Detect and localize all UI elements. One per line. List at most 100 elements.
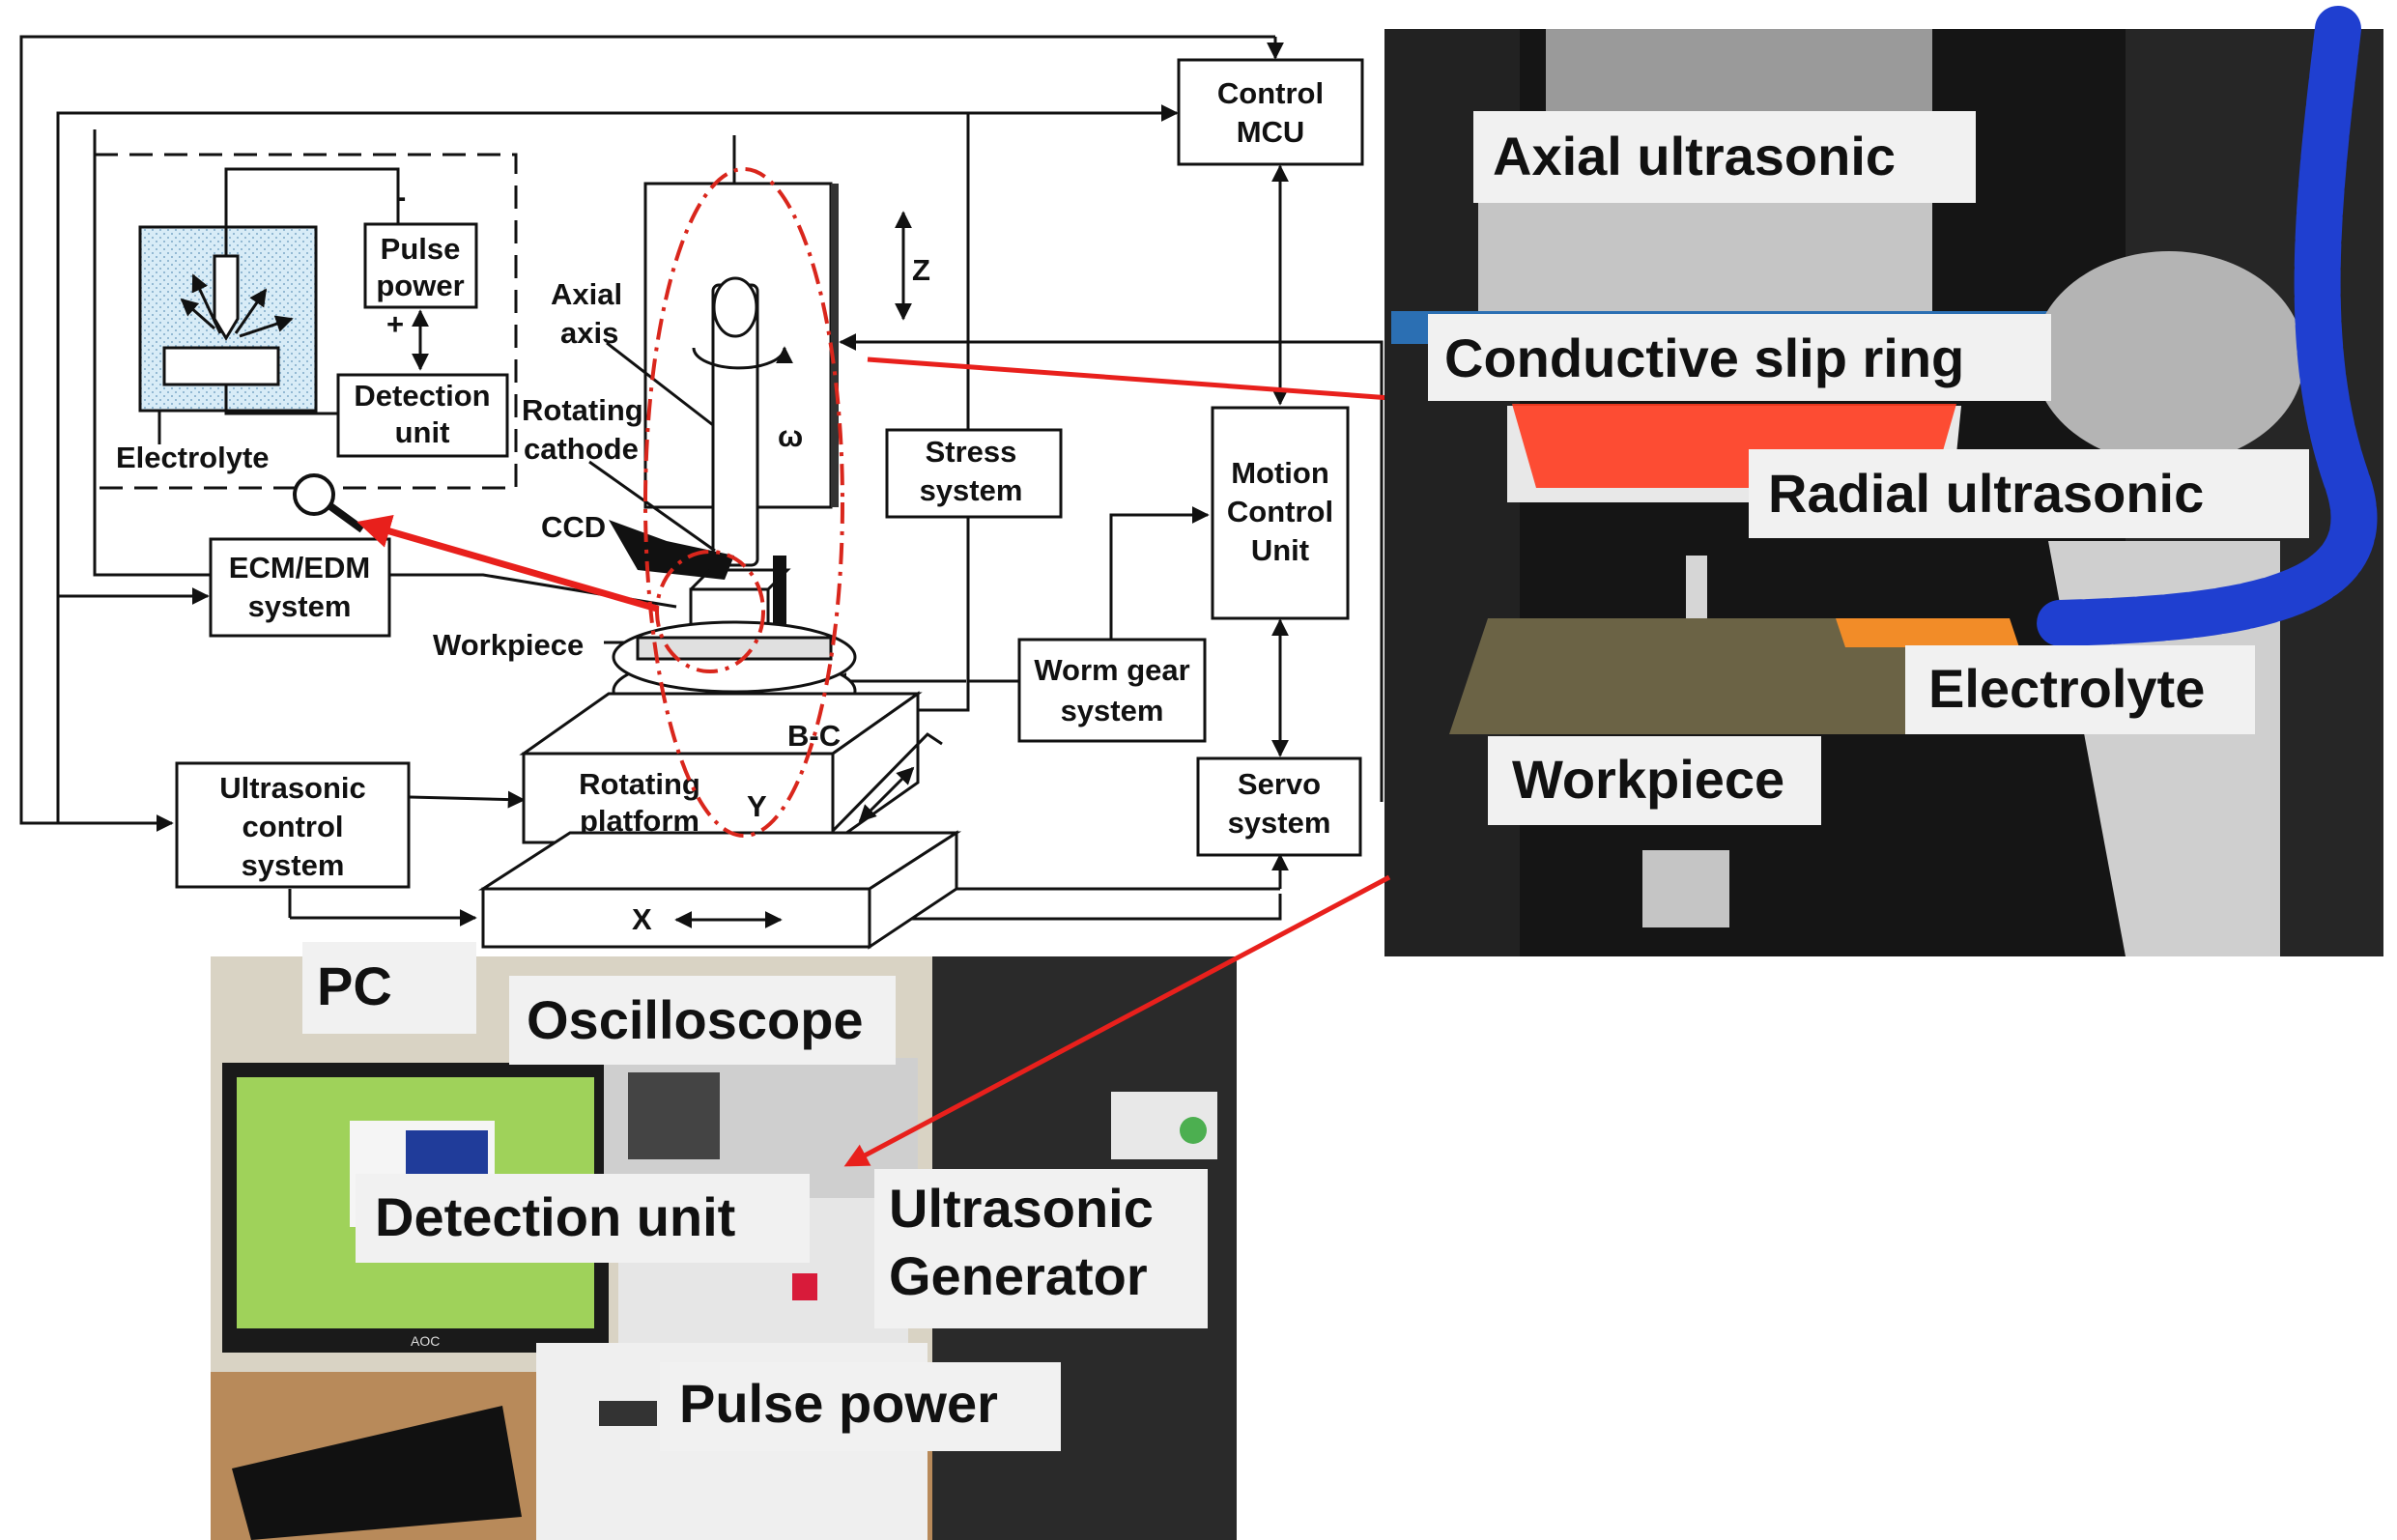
servo-system-box <box>1196 756 1362 857</box>
control-mcu-line1: Control <box>1217 76 1324 110</box>
power-button <box>1180 1117 1207 1144</box>
photo-bench: AOC PC Oscilloscope Detection unit Ultra… <box>211 874 1391 1540</box>
label-box-workpiece <box>1488 736 1821 825</box>
oscilloscope-label: Oscilloscope <box>527 989 864 1050</box>
rotating-cathode-line2: cathode <box>524 432 639 466</box>
motion-control-line3: Unit <box>1251 533 1309 567</box>
label-box-radial <box>1749 449 2309 538</box>
keyboard <box>232 1406 522 1540</box>
tank-workpiece-block <box>162 346 280 386</box>
y-axis-label: Y <box>747 789 767 823</box>
ccd-label: CCD <box>541 510 606 544</box>
wire-outer-loop <box>19 35 1275 832</box>
workpiece-top <box>689 568 791 591</box>
rotation-arrow <box>692 346 793 370</box>
spindle-top <box>712 276 758 338</box>
axial-axis-pointer <box>606 341 714 427</box>
motion-control-box <box>1211 406 1350 620</box>
callout-to-detection-unit <box>843 874 1391 1167</box>
electrolyte-label: Electrolyte <box>116 441 270 474</box>
fixture-post <box>773 556 786 642</box>
label-box-axial <box>1473 111 1976 203</box>
servo-system-line1: Servo <box>1238 767 1321 801</box>
system-schematic: Control MCU Pulse power - + Detection un… <box>19 35 1527 950</box>
ultrasonic-generator-line2: Generator <box>889 1245 1148 1306</box>
axial-axis-line1: Axial <box>551 277 622 311</box>
rotating-cathode-line1: Rotating <box>522 393 643 427</box>
x-axis-label: X <box>632 902 652 936</box>
stress-system-line1: Stress <box>926 435 1017 469</box>
pc-label: PC <box>317 955 392 1016</box>
fixture-bolt <box>1642 850 1729 927</box>
magnifier-handle <box>328 502 365 533</box>
ultrasonic-control-line3: system <box>242 848 345 882</box>
ecm-edm-line1: ECM/EDM <box>229 551 370 585</box>
electrolyte-hose <box>2035 6 2378 646</box>
support-bracket <box>2048 541 2280 956</box>
ecm-cell-dashed-group <box>93 153 518 490</box>
control-mcu-line2: MCU <box>1237 115 1305 149</box>
wire-electrode-to-pulse <box>224 167 400 256</box>
label-box-generator <box>874 1169 1208 1328</box>
stress-system-line2: system <box>920 473 1023 507</box>
rotating-platform-line1: Rotating <box>579 767 700 801</box>
ultrasonic-control-box <box>175 761 411 889</box>
worm-gear-line1: Worm gear <box>1034 653 1189 687</box>
rotating-platform-front <box>522 752 835 844</box>
radial-ultrasonic-label: Radial ultrasonic <box>1768 463 2204 524</box>
wire-servo-feedback <box>839 333 1384 802</box>
plus-terminal: + <box>386 307 404 341</box>
omega-label: ω <box>778 419 803 453</box>
wire-x-stage <box>802 894 1282 921</box>
electrolyte-photo-label: Electrolyte <box>1928 658 2205 719</box>
tank-flow-arrow-1 <box>180 298 215 330</box>
radial-transducer-housing <box>2034 251 2304 464</box>
label-box-electrolyte <box>1905 645 2255 734</box>
generator-switch <box>792 1273 817 1300</box>
monitor-brand-label: AOC <box>411 1333 440 1349</box>
tank-flow-arrow-2 <box>191 273 222 334</box>
label-box-slip-ring <box>1428 314 2051 401</box>
pulse-power-photo-label: Pulse power <box>679 1373 998 1434</box>
fixture-plate <box>636 636 833 661</box>
rotating-cathode-pointer <box>588 460 716 553</box>
control-mcu-box <box>1177 58 1364 166</box>
wire-tank-detection <box>224 385 338 415</box>
label-box-detection <box>356 1174 810 1263</box>
minus-terminal: - <box>396 180 406 214</box>
label-box-oscilloscope <box>509 976 896 1065</box>
y-stage-rail <box>831 732 943 833</box>
oscilloscope-screen <box>628 1072 720 1159</box>
detection-unit-line1: Detection <box>354 379 490 413</box>
label-box-pc <box>302 942 476 1034</box>
ultrasonic-region-ellipse <box>643 167 844 838</box>
worm-gear-line2: system <box>1061 694 1164 727</box>
conductive-slip-ring-label: Conductive slip ring <box>1444 328 1964 388</box>
wire-to-control-mcu <box>56 104 1179 823</box>
motion-control-line1: Motion <box>1231 456 1329 490</box>
ecm-edm-line2: system <box>248 589 352 623</box>
ultrasonic-control-line2: control <box>242 810 343 843</box>
pulse-power-display <box>599 1401 657 1426</box>
axial-ultrasonic-label: Axial ultrasonic <box>1493 126 1896 186</box>
stress-system-box <box>885 428 1063 519</box>
photo-machine: Axial ultrasonic Conductive slip ring Ra… <box>1384 6 2383 956</box>
x-stage-front <box>481 887 871 949</box>
tank-electrode <box>213 254 240 341</box>
pulse-power-box <box>363 222 478 309</box>
y-axis-arrow <box>858 766 915 823</box>
callout-zone-to-magnifier <box>357 514 658 613</box>
z-axis-label: Z <box>912 253 930 287</box>
magnifier-icon <box>293 473 335 516</box>
wire-ultra-to-platform <box>409 790 526 809</box>
detection-unit-box <box>336 373 509 458</box>
tank-flow-arrow-3 <box>234 288 268 334</box>
workpiece-label: Workpiece <box>433 628 584 662</box>
motion-control-line2: Control <box>1227 495 1333 528</box>
machining-zone-ellipse <box>655 550 765 673</box>
label-box-pulse-power <box>660 1362 1061 1451</box>
tank-flow-arrow-4 <box>239 315 294 338</box>
servo-system-line2: system <box>1228 806 1331 840</box>
ecm-edm-box <box>209 537 391 638</box>
